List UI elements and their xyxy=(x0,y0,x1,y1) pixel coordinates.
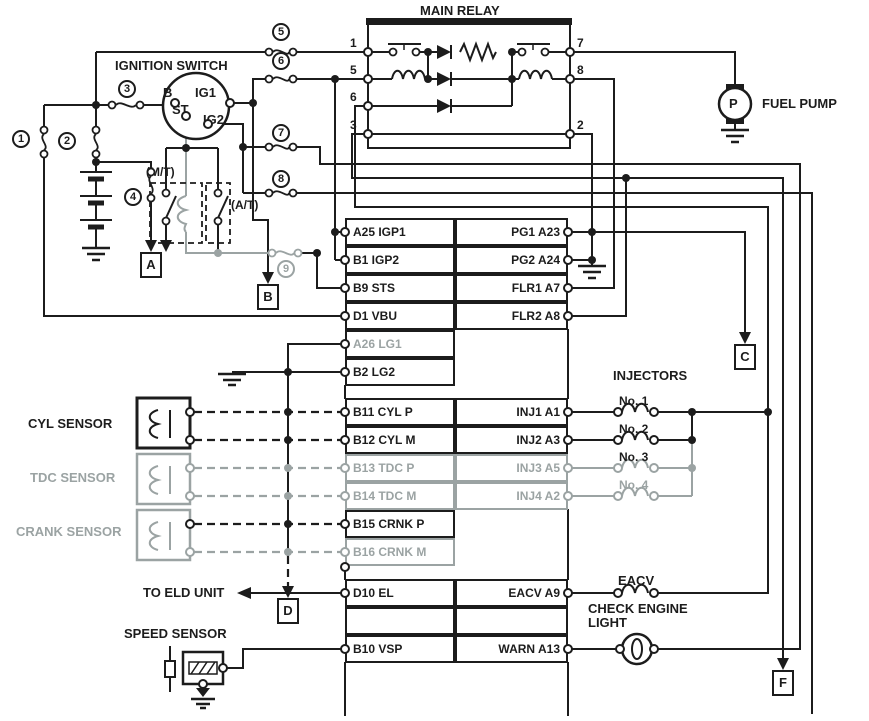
fuse-6-badge: 6 xyxy=(272,52,290,70)
ecu-cell: INJ4 A2 xyxy=(455,482,568,510)
ecu-cell: D1 VBU xyxy=(345,302,455,330)
relay-pin-1: 1 xyxy=(350,36,357,50)
ecu-cell: WARN A13 xyxy=(455,635,568,663)
connector-d: D xyxy=(277,598,299,624)
check-engine-light-label: CHECK ENGINE xyxy=(588,601,688,616)
crank-sensor-icon xyxy=(135,508,192,562)
connector-b: B xyxy=(257,284,279,310)
ecu-cell: B16 CRNK M xyxy=(345,538,455,566)
relay-pin-8: 8 xyxy=(577,63,584,77)
ecu-cell: INJ1 A1 xyxy=(455,398,568,426)
ground-icon xyxy=(721,128,749,144)
speed-sensor-label: SPEED SENSOR xyxy=(124,626,227,641)
speed-sensor-icon xyxy=(164,646,225,710)
connector-c: C xyxy=(734,344,756,370)
mt-coil-icon xyxy=(176,195,190,233)
ecu-cell: B12 CYL M xyxy=(345,426,455,454)
main-relay-top-bar xyxy=(366,18,572,25)
ecu-cell: FLR2 A8 xyxy=(455,302,568,330)
fuse-9-badge: 9 xyxy=(277,260,295,278)
battery-icon xyxy=(80,171,112,248)
ecu-cell: B11 CYL P xyxy=(345,398,455,426)
injector-coil-icon-dim xyxy=(621,458,649,497)
ecu-cell: A26 LG1 xyxy=(345,330,455,358)
injector-coil-icon xyxy=(621,402,649,441)
ecu-cell xyxy=(345,607,455,635)
ignition-switch-label: IGNITION SWITCH xyxy=(115,58,228,73)
ecu-cell xyxy=(455,607,568,635)
black-wires xyxy=(43,51,813,716)
ground-icon xyxy=(82,246,110,262)
injectors-label: INJECTORS xyxy=(613,368,688,383)
ground-icon xyxy=(218,372,246,387)
fuse-4-badge: 4 xyxy=(124,188,142,206)
relay-coil-icon xyxy=(391,69,426,80)
terminal-st-label: ST xyxy=(172,102,189,117)
mt-at-block xyxy=(149,182,231,244)
diode-icon xyxy=(437,72,451,86)
relay-pin-3: 3 xyxy=(350,118,357,132)
ecu-cell: INJ2 A3 xyxy=(455,426,568,454)
relay-pin-5: 5 xyxy=(350,63,357,77)
ecu-cell: FLR1 A7 xyxy=(455,274,568,302)
ecu-cell: B15 CRNK P xyxy=(345,510,455,538)
cyl-sensor-icon xyxy=(135,396,192,450)
tdc-sensor-icon xyxy=(135,452,192,506)
ecu-cell: B10 VSP xyxy=(345,635,455,663)
ecu-cell: INJ3 A5 xyxy=(455,454,568,482)
eacv-label: EACV xyxy=(618,573,655,588)
main-relay-label: MAIN RELAY xyxy=(420,3,500,18)
terminal-b-label: B xyxy=(163,85,173,100)
resistor-icon xyxy=(459,41,497,63)
eacv-coil-icon xyxy=(621,583,649,594)
ecu-cell: B1 IGP2 xyxy=(345,246,455,274)
fuse-7-badge: 7 xyxy=(272,124,290,142)
relay-pin-6: 6 xyxy=(350,90,357,104)
shielded-wires-black xyxy=(194,410,345,586)
fuse-5-badge: 5 xyxy=(272,23,290,41)
ecu-cell: B14 TDC M xyxy=(345,482,455,510)
at-label: (A/T) xyxy=(231,198,259,212)
fuel-pump-icon xyxy=(717,84,753,124)
diode-icon xyxy=(437,45,451,59)
ecu-cell: PG1 A23 xyxy=(455,218,568,246)
ecu-cell: B9 STS xyxy=(345,274,455,302)
relay-pin-2: 2 xyxy=(577,118,584,132)
to-eld-unit-label: TO ELD UNIT xyxy=(143,585,225,600)
crank-sensor-label: CRANK SENSOR xyxy=(16,524,122,539)
shielded-wires-gray xyxy=(194,466,345,554)
connector-f: F xyxy=(772,670,794,696)
relay-pin-7: 7 xyxy=(577,36,584,50)
ecu-cell: B2 LG2 xyxy=(345,358,455,386)
injector-no3-label: No. 3 xyxy=(619,450,649,464)
check-engine-bulb-icon xyxy=(620,632,654,666)
mt-label: (M/T) xyxy=(146,165,175,179)
fuse-8-badge: 8 xyxy=(272,170,290,188)
check-engine-light-label2: LIGHT xyxy=(588,615,627,630)
tdc-sensor-label: TDC SENSOR xyxy=(30,470,116,485)
relay-coil-icon xyxy=(518,69,553,80)
ecu-cell: D10 EL xyxy=(345,579,455,607)
fuse-1-badge: 1 xyxy=(12,130,30,148)
terminal-ig2-label: IG2 xyxy=(203,112,224,127)
main-relay xyxy=(366,18,572,149)
fuel-pump-symbol: P xyxy=(729,96,738,111)
cyl-sensor-label: CYL SENSOR xyxy=(28,416,113,431)
fuel-pump-label: FUEL PUMP xyxy=(762,96,837,111)
terminal-ig1-label: IG1 xyxy=(195,85,216,100)
ecu-cell: PG2 A24 xyxy=(455,246,568,274)
diode-icon xyxy=(437,99,451,113)
injector-no4-label: No. 4 xyxy=(619,478,649,492)
ecu-cell: B13 TDC P xyxy=(345,454,455,482)
ground-icon xyxy=(578,264,606,280)
connector-a: A xyxy=(140,252,162,278)
injector-no2-label: No. 2 xyxy=(619,422,649,436)
ecu-cell: A25 IGP1 xyxy=(345,218,455,246)
injector-no1-label: No. 1 xyxy=(619,394,649,408)
fuse-3-badge: 3 xyxy=(118,80,136,98)
fuse-2-badge: 2 xyxy=(58,132,76,150)
ecu-cell: EACV A9 xyxy=(455,579,568,607)
